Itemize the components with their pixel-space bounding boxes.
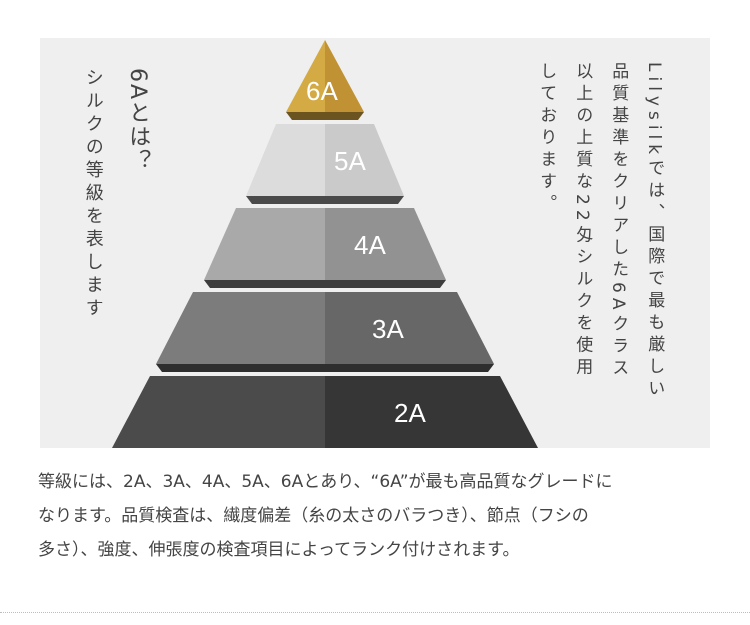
pyramid-level-2a	[112, 376, 538, 448]
level-label-4a: 4A	[354, 230, 386, 260]
level-label-5a: 5A	[334, 146, 366, 176]
pyramid-level-4a	[204, 208, 446, 288]
pyramid-level-3a	[156, 292, 494, 372]
description-line-2: なります。品質検査は、繊度偏差（糸の太さのバラつき）、節点（フシの	[38, 506, 589, 526]
intro-text-col-3: 以上の上質な22匁シルクを使用	[572, 62, 593, 380]
intro-text-col-2: 品質基準をクリアした6Aクラス	[608, 62, 629, 381]
pyramid-level-6a	[286, 40, 364, 120]
pyramid-level-5a	[246, 124, 404, 204]
intro-text-col-1: Lilysilkでは、国際で最も厳しい	[644, 62, 665, 402]
level-label-6a: 6A	[306, 76, 338, 106]
description-line-3: 多さ）、強度、伸張度の検査項目によってランク付けされます。	[38, 540, 520, 560]
dotted-divider	[0, 612, 750, 613]
intro-text-col-4: しております。	[536, 62, 557, 216]
grade-description: 等級には、2A、3A、4A、5A、6Aとあり、“6A”が最も高品質なグレードに …	[38, 465, 718, 567]
section-subtitle: シルクの等級を表します	[82, 68, 104, 321]
level-label-2a: 2A	[394, 398, 426, 428]
silk-grade-pyramid	[112, 40, 538, 448]
section-title: 6Aとは？	[125, 68, 151, 174]
level-label-3a: 3A	[372, 314, 404, 344]
description-line-1: 等級には、2A、3A、4A、5A、6Aとあり、“6A”が最も高品質なグレードに	[38, 472, 613, 492]
